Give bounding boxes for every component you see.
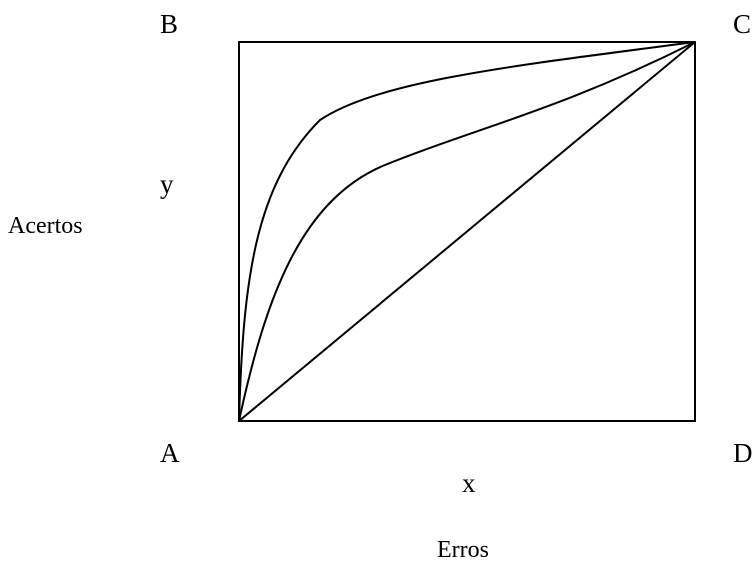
corner-label-b: B (160, 9, 178, 39)
axis-label-erros: Erros (437, 537, 489, 563)
upper-curve (238, 41, 696, 422)
axis-label-acertos: Acertos (8, 213, 83, 239)
variable-label-y: y (160, 169, 174, 199)
diagonal-line-ac (238, 41, 696, 422)
middle-curve (238, 41, 696, 422)
corner-label-d: D (733, 438, 753, 468)
corner-label-a: A (160, 438, 180, 468)
corner-label-c: C (733, 9, 751, 39)
square-frame (238, 41, 696, 422)
variable-label-x: x (462, 468, 476, 498)
